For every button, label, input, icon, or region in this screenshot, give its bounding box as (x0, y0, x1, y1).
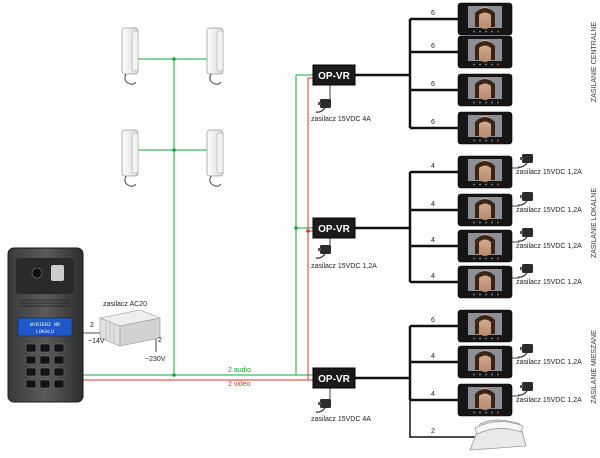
junction-dot (172, 57, 176, 61)
ac20-label: zasilacz AC20 (103, 301, 147, 308)
op-vr-module-2: OP-VR (312, 217, 356, 239)
monitor-icon (457, 155, 513, 189)
ac20-output-wire-count: 2 (90, 322, 94, 329)
intercom-handset-icon (206, 129, 224, 187)
monitor-wire-count: 6 (431, 317, 435, 324)
junction-dot (294, 226, 298, 230)
op-vr-module-2-label: OP-VR (318, 224, 350, 235)
op-vr-module-1: OP-VR (312, 64, 356, 86)
desk-phone-wire-count: 2 (431, 428, 435, 435)
monitor-wire-count: 6 (431, 10, 435, 17)
section-label-central: ZASILANIE CENTRALNE (591, 22, 598, 102)
junction-dot (306, 229, 310, 233)
monitor-wire-count: 6 (431, 43, 435, 50)
keypad-button (25, 379, 37, 389)
monitor-icon (457, 111, 513, 145)
door-panel-icon: WYBIERZ NR LOKALU (7, 247, 84, 403)
section-label-mixed: ZASILANIE MIESZANE (591, 330, 598, 404)
monitor-wire-count: 4 (431, 353, 435, 360)
ac20-power-supply-icon (98, 309, 162, 347)
power-adapter-icon (315, 244, 332, 259)
audio-bus-wire (295, 74, 313, 375)
keypad-button (25, 343, 37, 353)
module-3-power-label: zasilacz 15VDC 4A (311, 416, 371, 423)
monitor-icon (457, 345, 513, 379)
wire-layer (83, 17, 519, 438)
ac20-input-wire-count: 2 (158, 337, 162, 344)
power-adapter-icon (517, 343, 534, 358)
device-layer (121, 2, 534, 451)
monitor-icon (457, 309, 513, 343)
audio-bus-label: 2 audio (228, 367, 251, 374)
monitor-power-label: zasilacz 15VDC 1,2A (516, 359, 582, 366)
op-vr-module-1-label: OP-VR (318, 71, 350, 82)
module-1-power-label: zasilacz 15VDC 4A (311, 116, 371, 123)
keypad-button (53, 343, 65, 353)
label-layer: 6 6 6 6 4 zasilacz 15VDC 1,2A 4 zasilacz 15VDC … (431, 10, 582, 435)
monitor-wire-count: 6 (431, 81, 435, 88)
monitor-icon (457, 193, 513, 227)
monitor-wire-count: 4 (431, 201, 435, 208)
keypad-button (25, 355, 37, 365)
op-vr-module-3: OP-VR (312, 367, 356, 389)
intercom-handset-icon (121, 27, 139, 85)
monitor-icon (457, 383, 513, 417)
panel-display-line-2: LOKALU (36, 329, 54, 335)
desk-phone-wire (409, 400, 478, 438)
keypad-button (39, 367, 51, 377)
keypad-button (53, 379, 65, 389)
monitor-power-label: zasilacz 15VDC 1,2A (516, 243, 582, 250)
keypad-button (53, 367, 65, 377)
monitor-wire-count: 4 (431, 391, 435, 398)
junction-dot (172, 148, 176, 152)
power-adapter-icon (315, 398, 332, 413)
monitor-power-label: zasilacz 15VDC 1,2A (516, 169, 582, 176)
power-adapter-icon (517, 263, 534, 278)
power-adapter-icon (517, 191, 534, 206)
intercom-handset-icon (121, 129, 139, 187)
keypad-button (39, 355, 51, 365)
ac20-output-voltage: ~14V (88, 338, 105, 345)
monitor-icon (457, 35, 513, 69)
keypad (25, 343, 65, 389)
keypad-button (25, 367, 37, 377)
keypad-button (39, 379, 51, 389)
monitor-wire-count: 4 (431, 273, 435, 280)
keypad-button (53, 355, 65, 365)
monitor-wire-count: 4 (431, 163, 435, 170)
monitor-power-label: zasilacz 15VDC 1,2A (516, 397, 582, 404)
monitor-icon (457, 2, 513, 36)
section-label-local: ZASILANIE LOKALNE (591, 188, 598, 258)
monitor-icon (457, 73, 513, 107)
monitor-power-label: zasilacz 15VDC 1,2A (516, 207, 582, 214)
module-2-power-label: zasilacz 15VDC 1,2A (311, 263, 377, 270)
monitor-wire-count: 6 (431, 119, 435, 126)
power-adapter-icon (517, 381, 534, 396)
desk-phone-icon (469, 419, 527, 451)
monitor-power-label: zasilacz 15VDC 1,2A (516, 279, 582, 286)
panel-display-line-1: WYBIERZ NR (30, 322, 60, 328)
intercom-handset-icon (206, 27, 224, 85)
monitor-icon (457, 229, 513, 263)
power-adapter-icon (517, 153, 534, 168)
power-adapter-icon (315, 98, 332, 113)
video-bus-wire (307, 77, 313, 380)
keypad-button (39, 343, 51, 353)
video-bus-label: 2 video (228, 381, 251, 388)
monitor-wire-count: 4 (431, 237, 435, 244)
monitor-icon (457, 265, 513, 299)
op-vr-module-3-label: OP-VR (318, 374, 350, 385)
junction-dot (172, 373, 176, 377)
ac20-input-voltage: ~230V (145, 356, 166, 363)
power-adapter-icon (517, 227, 534, 242)
